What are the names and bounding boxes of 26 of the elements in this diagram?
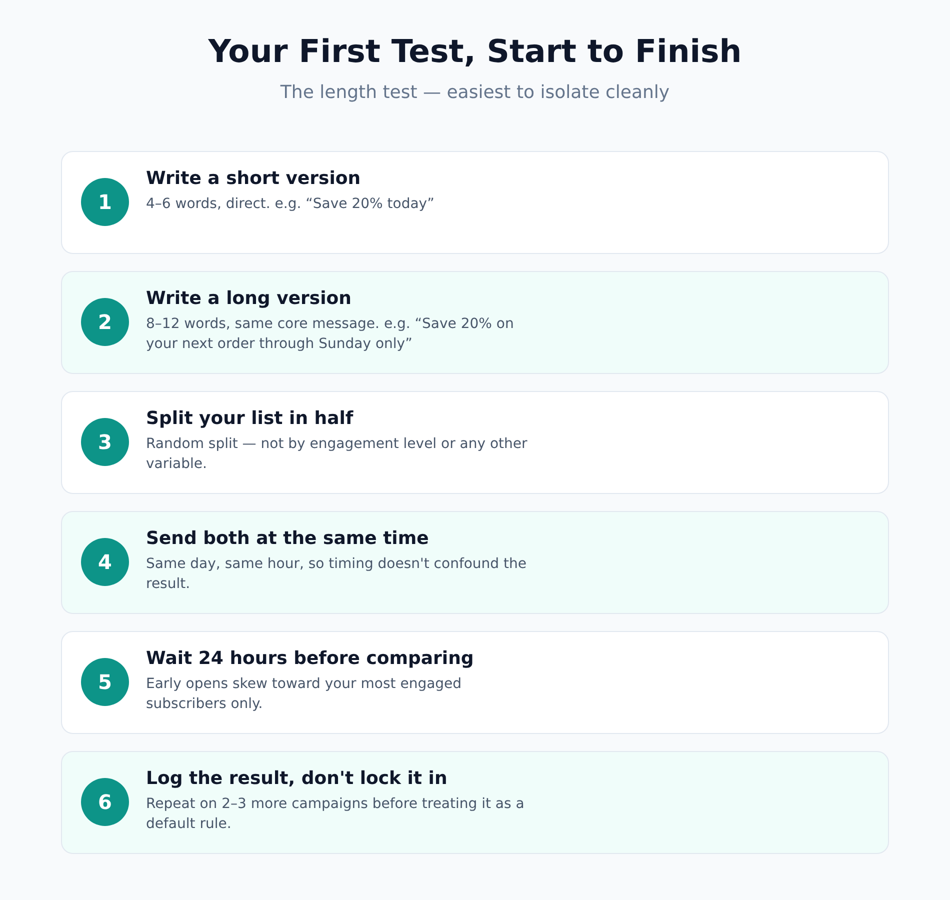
step-card: [61, 751, 889, 854]
step-number: 2: [81, 298, 129, 346]
step-number: 6: [81, 778, 129, 826]
step-card: [61, 151, 889, 254]
title: Your First Test, Start to Finish: [208, 33, 742, 71]
step-heading: Send both at the same time: [146, 528, 429, 550]
step-number: 4: [81, 538, 129, 586]
step-description: Same day, same hour, so timing doesn't confound the result.: [146, 555, 528, 594]
step-number: 1: [81, 178, 129, 226]
step-card: [61, 271, 889, 374]
step-heading: Log the result, don't lock it in: [146, 768, 448, 790]
step-heading: Write a long version: [146, 288, 352, 310]
step-description: 8–12 words, same core message. e.g. “Save 20% on your next order through Sunday only”: [146, 315, 515, 354]
step-heading: Wait 24 hours before comparing: [146, 648, 474, 670]
step-card: [61, 511, 889, 614]
step-description: Early opens skew toward your most engaged subscribers only.: [146, 675, 463, 714]
step-description: 4–6 words, direct. e.g. “Save 20% today”: [146, 195, 436, 214]
step-description: Random split — not by engagement level or any other variable.: [146, 435, 528, 474]
step-heading: Write a short version: [146, 168, 361, 190]
step-heading: Split your list in half: [146, 408, 354, 430]
step-number: 3: [81, 418, 129, 466]
step-card: [61, 631, 889, 734]
step-number: 5: [81, 658, 129, 706]
subtitle: The length test — easiest to isolate cleanly: [280, 82, 670, 104]
step-card: [61, 391, 889, 494]
step-description: Repeat on 2–3 more campaigns before treating it as a default rule.: [146, 795, 526, 834]
